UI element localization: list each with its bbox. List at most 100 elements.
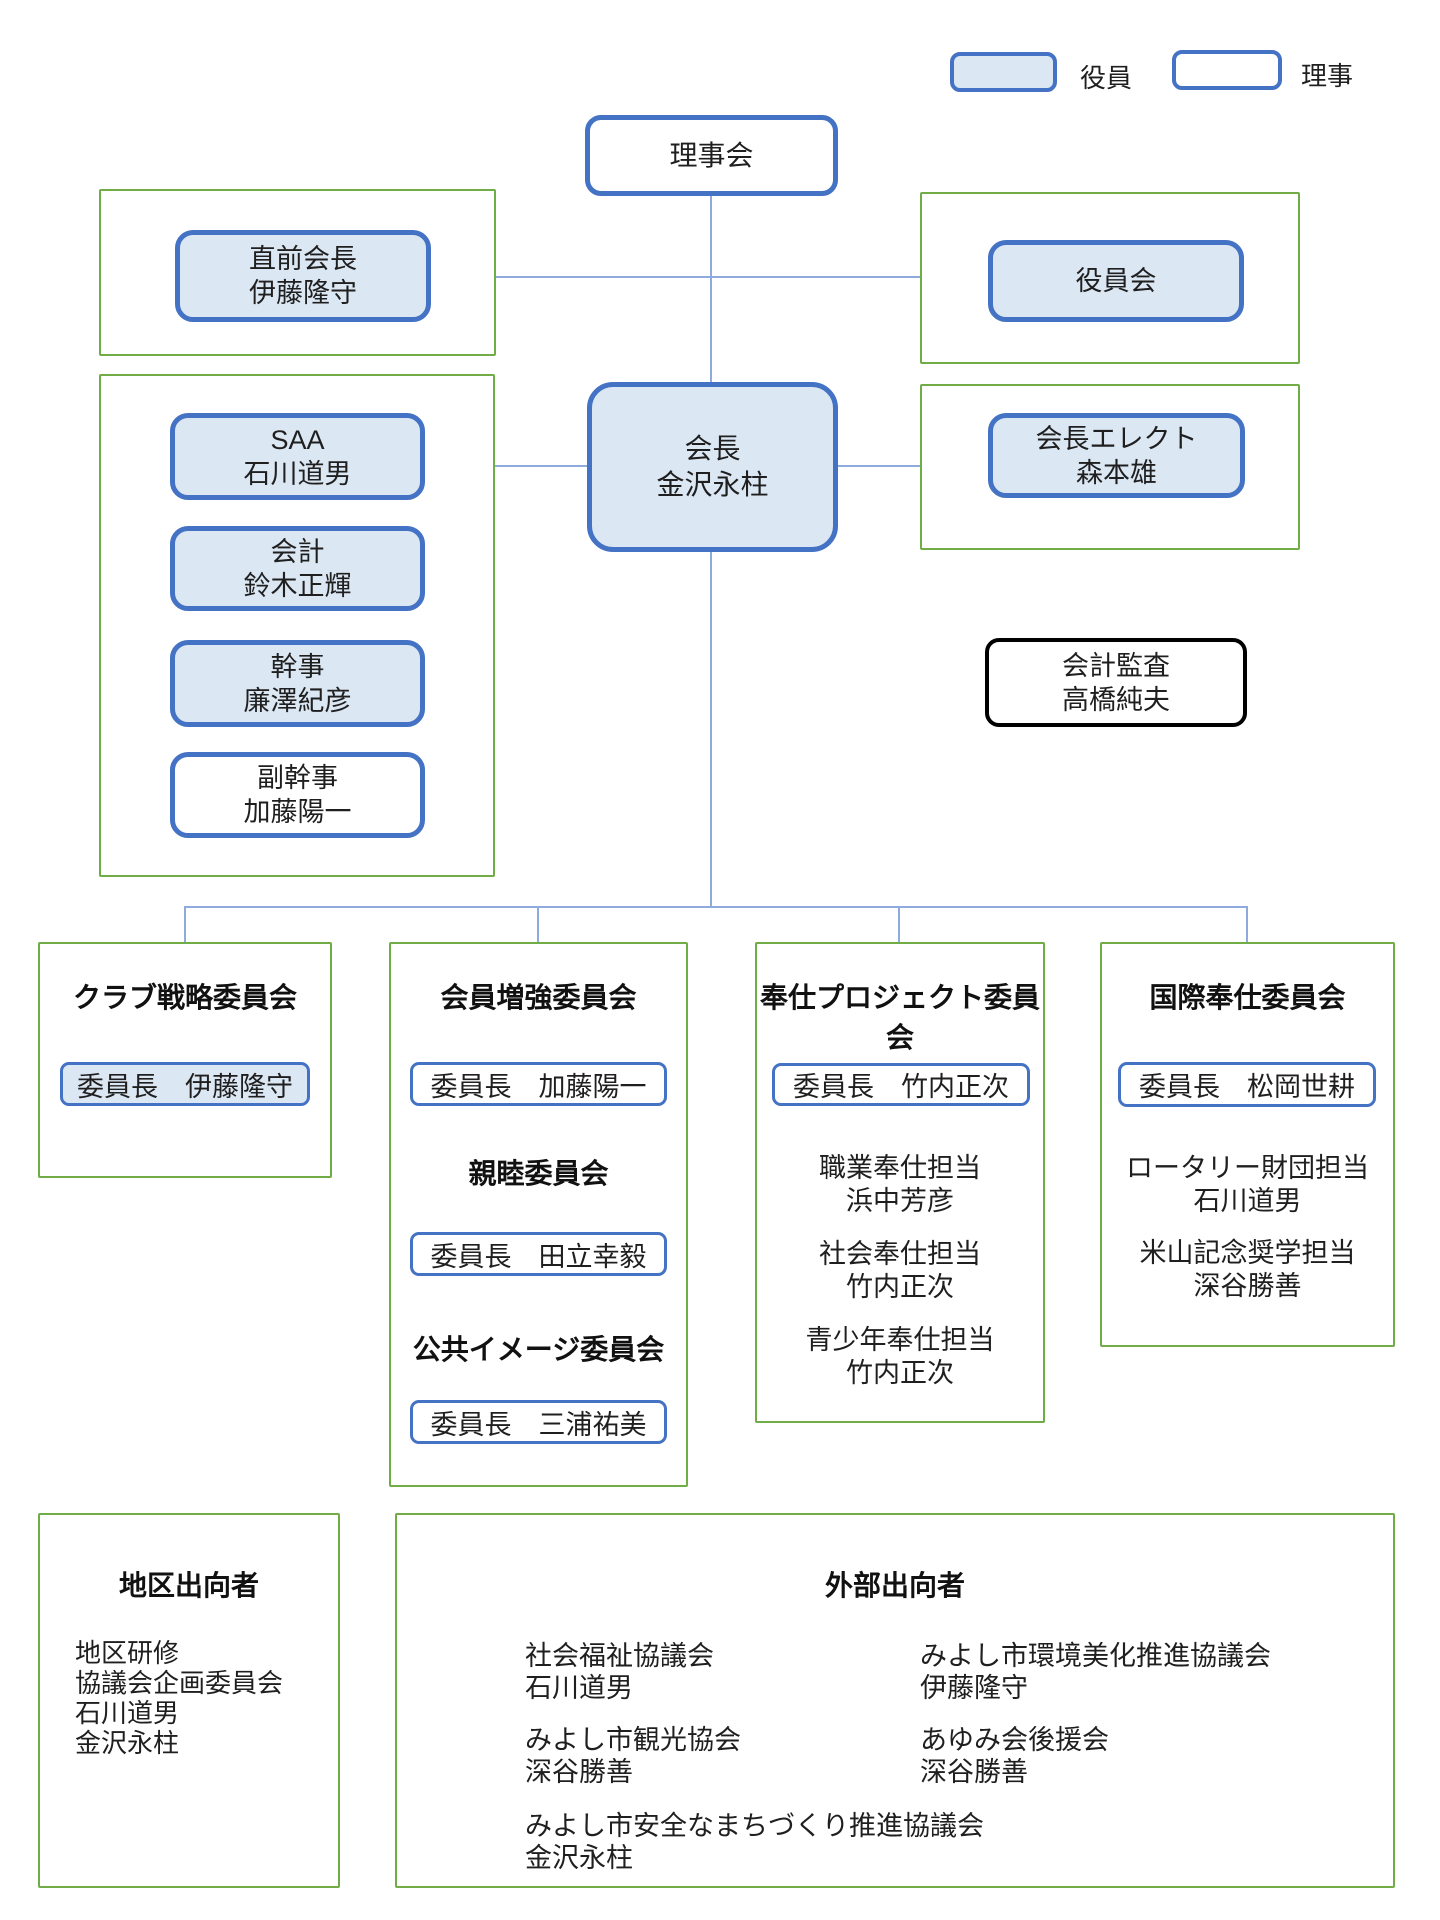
club-strategy-title: クラブ戦略委員会	[72, 982, 297, 1013]
past-president-name: 伊藤隆守	[249, 278, 357, 308]
membership-title: 会員増強委員会	[440, 982, 637, 1013]
public-image-chair-box: 委員長 三浦祐美	[410, 1400, 667, 1444]
accountant-role: 会計	[270, 536, 325, 567]
service-member-1-role: 職業奉仕担当	[819, 1153, 981, 1183]
service-member-3-name: 竹内正次	[846, 1358, 954, 1388]
legend-director-label: 理事	[1301, 61, 1354, 91]
district-line-4: 金沢永柱	[75, 1728, 180, 1758]
connector-drop-1	[184, 906, 186, 942]
fellowship-title: 親睦委員会	[468, 1158, 609, 1189]
assistant-secretary-box: 副幹事 加藤陽一	[170, 752, 425, 838]
group-membership	[389, 942, 688, 1487]
secretary-box: 幹事 廉澤紀彦	[170, 640, 425, 727]
public-image-chair: 委員長 三浦祐美	[430, 1409, 647, 1440]
board-box: 理事会	[585, 115, 838, 196]
secretary-name: 廉澤紀彦	[243, 685, 352, 716]
service-member-1: 職業奉仕担当 浜中芳彦	[755, 1152, 1045, 1218]
international-title: 国際奉仕委員会	[1149, 982, 1346, 1013]
external-right-2-name: 深谷勝善	[920, 1757, 1028, 1787]
legend-officer-label: 役員	[1080, 63, 1133, 93]
board-title: 理事会	[669, 139, 754, 171]
fellowship-chair-box: 委員長 田立幸毅	[410, 1232, 667, 1276]
officers-council-title: 役員会	[1075, 266, 1157, 296]
international-member-2: 米山記念奨学担当 深谷勝善	[1100, 1237, 1395, 1303]
international-member-2-role: 米山記念奨学担当	[1139, 1238, 1356, 1268]
external-left-group-3: みよし市安全なまちづくり推進協議会 金沢永柱	[525, 1810, 984, 1874]
service-member-2: 社会奉仕担当 竹内正次	[755, 1238, 1045, 1304]
international-member-2-name: 深谷勝善	[1193, 1271, 1302, 1301]
past-president-role: 直前会長	[249, 244, 357, 274]
connector-row1-horizontal	[496, 276, 920, 278]
group-officers-council	[920, 192, 1300, 364]
external-left-2-name: 深谷勝善	[525, 1757, 633, 1787]
legend-officer-swatch	[950, 52, 1057, 92]
service-projects-chair-box: 委員長 竹内正次	[772, 1063, 1030, 1106]
district-line-3: 石川道男	[75, 1698, 180, 1728]
group-service-projects	[755, 942, 1045, 1423]
public-image-title: 公共イメージ委員会	[412, 1334, 665, 1365]
group-district-delegates	[38, 1513, 340, 1888]
external-delegates-title: 外部出向者	[824, 1570, 965, 1601]
connector-board-president	[710, 196, 712, 382]
secretary-role: 幹事	[270, 651, 325, 682]
service-member-1-name: 浜中芳彦	[846, 1186, 954, 1216]
group-past-president	[99, 189, 496, 356]
external-left-1-org: 社会福祉協議会	[525, 1641, 714, 1671]
external-left-2-org: みよし市観光協会	[525, 1725, 741, 1755]
president-role: 会長	[684, 433, 741, 464]
international-member-1: ロータリー財団担当 石川道男	[1100, 1152, 1395, 1218]
club-strategy-chair-box: 委員長 伊藤隆守	[60, 1062, 310, 1106]
international-member-1-role: ロータリー財団担当	[1126, 1153, 1369, 1183]
service-member-2-role: 社会奉仕担当	[819, 1239, 981, 1269]
service-projects-title: 奉仕プロジェクト委員会	[759, 982, 1040, 1053]
international-chair: 委員長 松岡世耕	[1139, 1072, 1355, 1102]
international-chair-box: 委員長 松岡世耕	[1118, 1062, 1376, 1107]
club-strategy-chair: 委員長 伊藤隆守	[77, 1071, 293, 1102]
membership-chair: 委員長 加藤陽一	[430, 1071, 647, 1102]
external-right-2-org: あゆみ会後援会	[920, 1725, 1109, 1755]
membership-chair-box: 委員長 加藤陽一	[410, 1062, 667, 1106]
district-delegates-title: 地区出向者	[118, 1570, 259, 1601]
connector-drop-3	[898, 906, 900, 942]
accounting-audit-role: 会計監査	[1062, 650, 1170, 681]
president-elect-box: 会長エレクト 森本雄	[988, 413, 1245, 498]
president-elect-role: 会長エレクト	[1035, 423, 1198, 454]
international-member-1-name: 石川道男	[1193, 1186, 1302, 1216]
assistant-secretary-role: 副幹事	[257, 763, 338, 793]
service-projects-chair: 委員長 竹内正次	[793, 1072, 1009, 1102]
officers-council-box: 役員会	[988, 240, 1244, 322]
external-left-3-org: みよし市安全なまちづくり推進協議会	[525, 1811, 984, 1841]
saa-role: SAA	[270, 424, 325, 455]
assistant-secretary-name: 加藤陽一	[243, 797, 352, 827]
connector-president-elect	[838, 465, 920, 467]
president-box: 会長 金沢永柱	[587, 382, 838, 552]
service-member-3-role: 青少年奉仕担当	[805, 1325, 995, 1355]
external-left-1-name: 石川道男	[525, 1673, 633, 1703]
external-left-group-2: みよし市観光協会 深谷勝善	[525, 1724, 741, 1788]
external-left-3-name: 金沢永柱	[525, 1843, 633, 1873]
district-line-2: 協議会企画委員会	[75, 1668, 284, 1698]
connector-officers-president	[495, 465, 587, 467]
president-name: 金沢永柱	[656, 469, 769, 500]
fellowship-chair: 委員長 田立幸毅	[430, 1241, 647, 1272]
saa-name: 石川道男	[243, 458, 352, 489]
group-president-elect	[920, 384, 1300, 550]
accountant-box: 会計 鈴木正輝	[170, 526, 425, 611]
service-member-3: 青少年奉仕担当 竹内正次	[755, 1324, 1045, 1390]
external-right-group-2: あゆみ会後援会 深谷勝善	[920, 1724, 1109, 1788]
accounting-audit-name: 高橋純夫	[1062, 684, 1170, 715]
connector-drop-2	[537, 906, 539, 942]
group-club-strategy	[38, 942, 332, 1178]
past-president-box: 直前会長 伊藤隆守	[175, 230, 431, 322]
connector-drop-4	[1246, 906, 1248, 942]
connector-branch-horizontal	[184, 906, 1248, 908]
service-member-2-name: 竹内正次	[846, 1272, 954, 1302]
accountant-name: 鈴木正輝	[243, 570, 352, 601]
group-external-delegates	[395, 1513, 1395, 1888]
legend-director-swatch	[1172, 50, 1282, 90]
connector-president-branch	[710, 552, 712, 908]
group-international-service	[1100, 942, 1395, 1347]
group-officers-left	[99, 374, 495, 877]
external-right-1-org: みよし市環境美化推進協議会	[920, 1641, 1271, 1671]
